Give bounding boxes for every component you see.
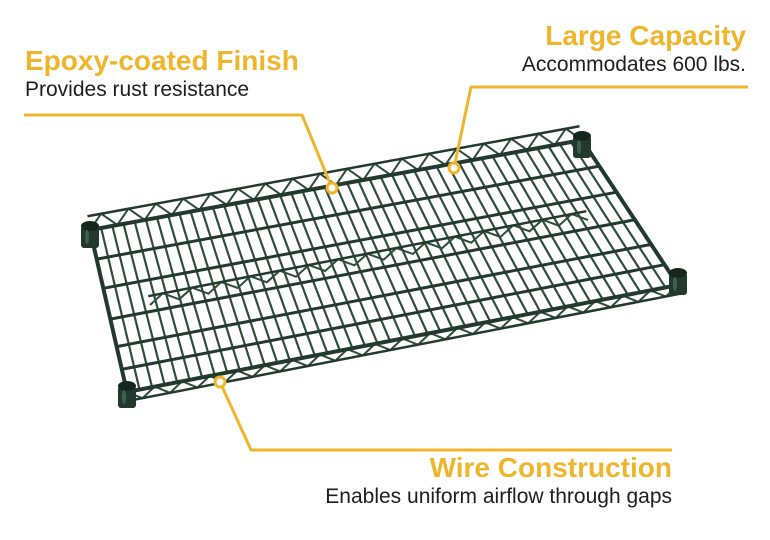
corner-post-back-left xyxy=(81,226,99,248)
leader-epoxy-dot xyxy=(325,181,339,195)
cross-wire xyxy=(379,175,454,330)
callout-subtitle-epoxy: Provides rust resistance xyxy=(25,78,250,101)
cross-wire xyxy=(155,216,204,379)
callout-title-wire: Wire Construction xyxy=(429,452,672,483)
corner-post-back-right-highlight xyxy=(577,140,581,154)
cross-wire xyxy=(446,163,529,316)
cross-wire xyxy=(524,149,617,299)
cross-wire xyxy=(390,173,467,328)
long-wire xyxy=(121,263,665,371)
corner-post-front-left-highlight xyxy=(122,390,126,404)
callout-subtitle-capacity: Accommodates 600 lbs. xyxy=(521,53,746,76)
leader-capacity-dot xyxy=(447,161,461,175)
cross-wire xyxy=(491,155,579,306)
callout-leaders xyxy=(24,85,748,452)
callout-subtitle-wire: Enables uniform airflow through gaps xyxy=(325,485,672,508)
long-wire xyxy=(110,218,636,321)
corner-post-front-left-top xyxy=(118,381,136,391)
corner-post-back-right xyxy=(573,136,591,158)
cross-wire xyxy=(323,185,392,343)
cross-wire xyxy=(278,194,341,352)
cross-wire xyxy=(223,204,279,364)
cross-wire xyxy=(469,159,554,311)
leader-wire xyxy=(218,381,672,452)
cross-wire xyxy=(167,214,216,377)
cross-wire xyxy=(100,226,141,391)
cross-wire xyxy=(558,142,655,291)
cross-wire xyxy=(301,190,367,347)
callout-wire-construction: Wire Construction Enables uniform airflo… xyxy=(325,452,672,510)
cross-wire xyxy=(111,224,154,389)
long-wire xyxy=(116,242,652,349)
cross-wire xyxy=(334,183,404,340)
cross-wire xyxy=(547,145,642,294)
cross-wire xyxy=(256,198,316,357)
long-wire xyxy=(96,164,600,261)
corner-post-front-left xyxy=(118,386,136,408)
cross-wire xyxy=(480,157,567,308)
cross-wire xyxy=(435,165,517,318)
corner-post-back-left-highlight xyxy=(85,230,89,244)
cross-wire xyxy=(413,169,492,323)
corner-post-front-right-top xyxy=(669,268,687,278)
cross-wire xyxy=(189,210,241,372)
center-truss-rail xyxy=(148,209,587,298)
callout-title-epoxy: Epoxy-coated Finish xyxy=(25,45,299,76)
cross-wire xyxy=(502,153,592,304)
cross-wire xyxy=(312,187,379,345)
cross-wire xyxy=(234,202,291,362)
leader-epoxy xyxy=(24,113,334,189)
cross-wire xyxy=(424,167,504,321)
back-truss-rail xyxy=(87,124,580,218)
cross-wire xyxy=(368,177,442,333)
callout-large-capacity: Large Capacity Accommodates 600 lbs. xyxy=(522,20,746,78)
cross-wire xyxy=(569,140,667,289)
corner-post-back-right-top xyxy=(573,131,591,141)
cross-wire xyxy=(122,222,166,386)
leader-wire-dot xyxy=(213,375,227,389)
cross-wire xyxy=(144,218,191,381)
callout-epoxy-finish: Epoxy-coated Finish Provides rust resist… xyxy=(25,45,299,103)
corner-post-front-right xyxy=(669,273,687,295)
cross-wire xyxy=(536,147,630,296)
cross-wire xyxy=(133,220,179,384)
wire-shelf-image xyxy=(81,124,687,408)
long-wire xyxy=(103,190,617,290)
leader-capacity xyxy=(452,85,748,169)
callout-title-capacity: Large Capacity xyxy=(545,20,746,51)
cross-wire xyxy=(357,179,429,335)
cross-wire xyxy=(245,200,304,360)
cross-wire xyxy=(178,212,229,374)
corner-post-front-right-highlight xyxy=(673,277,677,291)
cross-wire xyxy=(200,208,254,369)
corner-post-back-left-top xyxy=(81,221,99,231)
